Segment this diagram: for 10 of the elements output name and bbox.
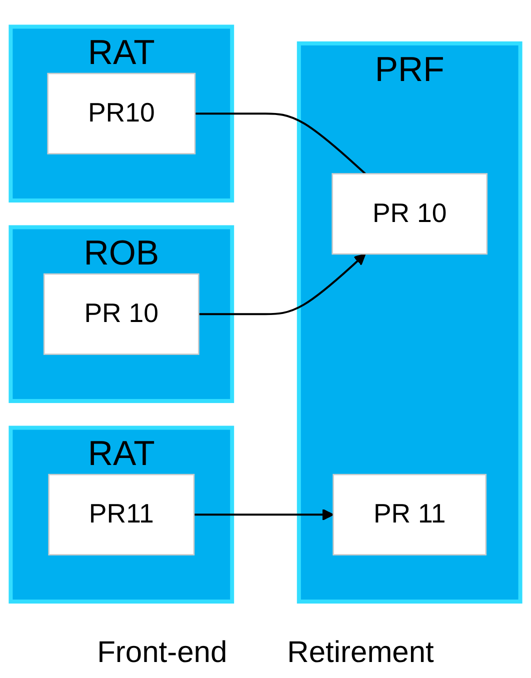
node-box: PR11: [48, 474, 195, 556]
node-box: PR 10: [332, 172, 488, 254]
arrow: [194, 508, 334, 520]
arrow: [198, 253, 366, 315]
connector: [194, 112, 366, 174]
node-box: PR10: [47, 72, 196, 154]
node-box: PR 11: [332, 474, 487, 556]
node-box: PR 10: [43, 273, 200, 355]
caption-text: Retirement: [287, 636, 434, 670]
caption-text: Front-end: [97, 636, 228, 670]
